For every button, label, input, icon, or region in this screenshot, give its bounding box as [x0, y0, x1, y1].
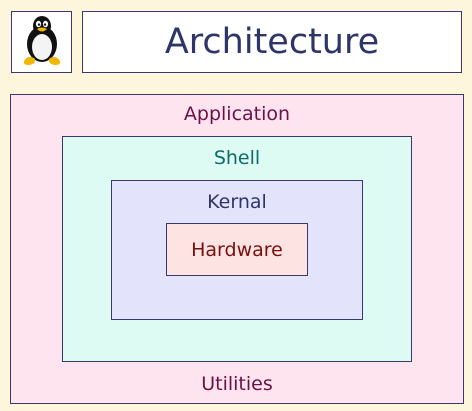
logo-box — [11, 11, 72, 73]
utilities-label: Utilities — [201, 373, 273, 395]
application-label: Application — [183, 103, 291, 125]
kernel-label: Kernal — [207, 191, 267, 213]
title-box: Architecture — [82, 11, 462, 73]
hardware-layer: Hardware — [166, 223, 308, 276]
page-title: Architecture — [164, 22, 380, 62]
hardware-label: Hardware — [191, 238, 283, 261]
shell-label: Shell — [213, 147, 261, 169]
tux-penguin-icon — [20, 14, 64, 70]
